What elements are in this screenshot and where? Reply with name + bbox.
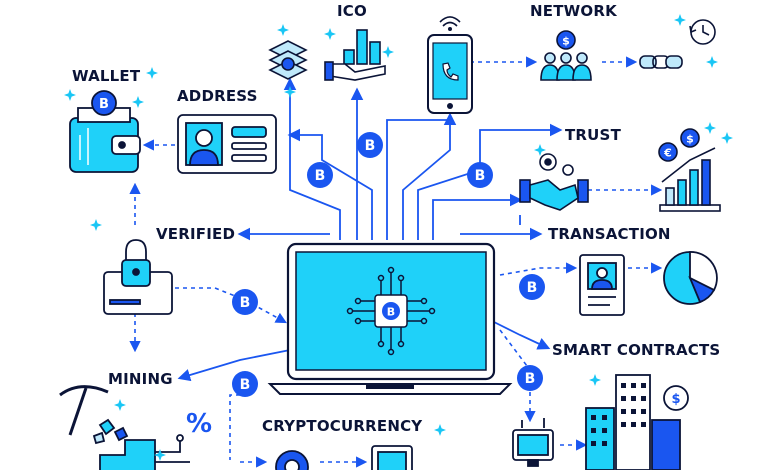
svg-text:$: $ bbox=[686, 133, 694, 146]
wallet-icon: B bbox=[69, 90, 141, 173]
svg-text:$: $ bbox=[562, 35, 570, 48]
chain-clock-icon bbox=[639, 19, 716, 69]
bottom-coin-node bbox=[275, 450, 309, 470]
bitcoin-coin bbox=[517, 365, 543, 391]
pie-chart-icon bbox=[663, 251, 718, 305]
label-mining: MINING bbox=[108, 370, 173, 388]
solid-connectors bbox=[177, 77, 563, 382]
city-buildings-icon: $ bbox=[585, 374, 689, 470]
bitcoin-coin bbox=[307, 162, 333, 188]
percent-icon: % bbox=[186, 409, 212, 439]
label-transaction: TRANSACTION bbox=[548, 225, 671, 243]
handshake-icon bbox=[519, 153, 589, 211]
bottom-device-icon bbox=[371, 445, 413, 470]
network-people-icon: $ bbox=[540, 30, 592, 81]
svg-text:B: B bbox=[99, 97, 109, 112]
id-card-icon bbox=[177, 114, 277, 174]
chip-coin-symbol: B bbox=[387, 306, 395, 319]
padlock-icon bbox=[103, 239, 173, 315]
label-wallet: WALLET bbox=[72, 67, 141, 85]
svg-text:$: $ bbox=[671, 392, 680, 407]
bitcoin-coin bbox=[232, 289, 258, 315]
profile-doc-icon bbox=[579, 254, 625, 316]
pickaxe-icon bbox=[59, 385, 129, 445]
growth-chart-icon: € $ bbox=[658, 128, 721, 212]
label-cryptocurrency: CRYPTOCURRENCY bbox=[262, 417, 423, 435]
label-address: ADDRESS bbox=[177, 87, 258, 105]
label-verified: VERIFIED bbox=[156, 225, 236, 243]
desktop-computer-icon bbox=[512, 418, 554, 467]
bitcoin-coin bbox=[357, 132, 383, 158]
label-smart-contracts: SMART CONTRACTS bbox=[552, 341, 721, 359]
ico-coins-hand-icon bbox=[324, 29, 386, 81]
computer-tree-icon bbox=[99, 434, 190, 470]
svg-text:€: € bbox=[663, 147, 672, 160]
label-trust: TRUST bbox=[565, 126, 621, 144]
layers-coin-icon bbox=[268, 40, 308, 80]
smartphone-call-icon bbox=[427, 16, 473, 114]
label-network: NETWORK bbox=[530, 2, 617, 20]
bitcoin-coin bbox=[467, 162, 493, 188]
bitcoin-coin bbox=[232, 371, 258, 397]
bitcoin-coin bbox=[519, 274, 545, 300]
laptop-chip-icon: B bbox=[267, 242, 513, 395]
label-ico: ICO bbox=[337, 2, 367, 20]
